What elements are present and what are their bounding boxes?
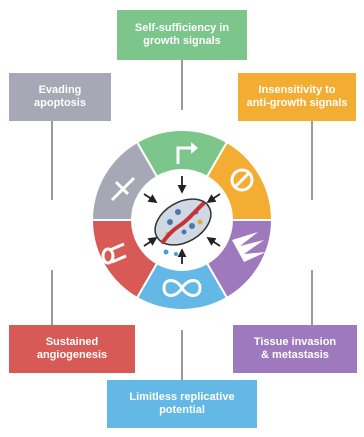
hallmark-box-invasion: Tissue invasion & metastasis bbox=[233, 325, 357, 373]
hallmark-box-antigrowth: Insensitivity to anti-growth signals bbox=[238, 73, 356, 121]
hallmark-box-growth: Self-sufficiency in growth signals bbox=[117, 10, 247, 60]
hallmark-box-apoptosis: Evading apoptosis bbox=[9, 73, 111, 121]
hallmark-box-angiogenesis: Sustained angiogenesis bbox=[9, 325, 135, 373]
hallmark-box-replicative: Limitless replicative potential bbox=[107, 380, 257, 428]
